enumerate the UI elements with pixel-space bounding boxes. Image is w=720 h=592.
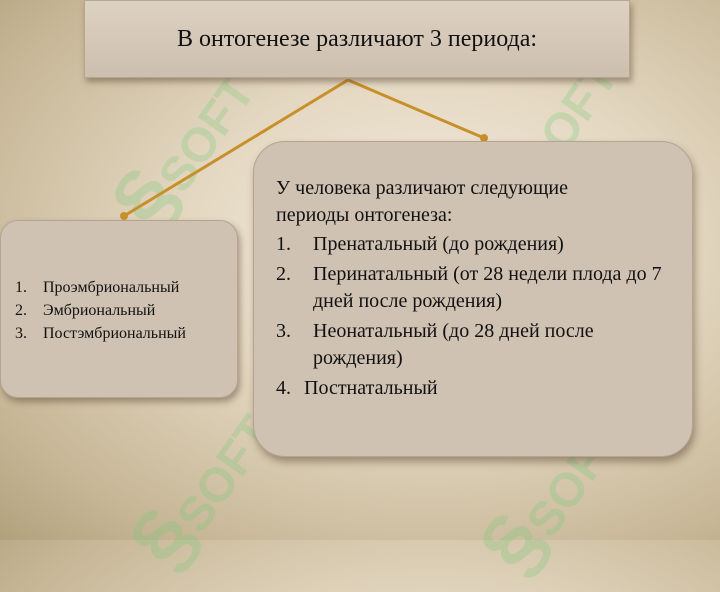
list-item: 3. Неонатальный (до 28 дней после рожден… <box>276 319 594 370</box>
right-intro-text: У человека различают следующие периоды о… <box>276 177 568 226</box>
connector-dot-right <box>480 134 488 142</box>
list-item: 1. Пренатальный (до рождения) <box>276 233 564 255</box>
list-item: 2. Эмбриональный <box>15 302 156 319</box>
right-periods-list: 1. Пренатальный (до рождения) 2. Перинат… <box>276 231 686 404</box>
title-box: В онтогенезе различают 3 периода: <box>84 0 630 78</box>
title-text: В онтогенезе различают 3 периода: <box>176 25 538 52</box>
connector-dot-left <box>120 212 128 220</box>
left-periods-list: 1. Проэмбриональный 2. Эмбриональный 3. … <box>15 276 186 345</box>
left-periods-box: 1. Проэмбриональный 2. Эмбриональный 3. … <box>0 220 238 398</box>
list-item: 3. Постэмбриональный <box>15 325 186 342</box>
list-item: 1. Проэмбриональный <box>15 279 180 296</box>
connector-left <box>123 78 349 218</box>
connector-right <box>347 78 485 140</box>
connector-lines <box>120 78 488 220</box>
right-periods-box: У человека различают следующие периоды о… <box>253 141 693 457</box>
list-item: 4. Постнатальный <box>276 376 438 399</box>
list-item: 2. Перинатальный (от 28 недели плода до … <box>276 262 662 313</box>
